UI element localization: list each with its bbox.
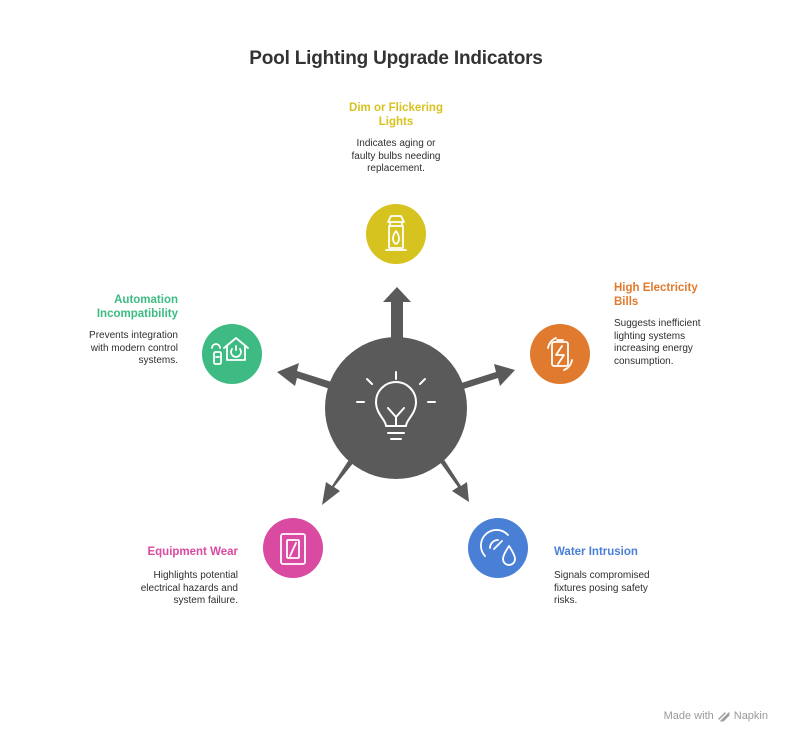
footer-attribution[interactable]: Made with Napkin (664, 710, 768, 722)
arrow-down-left (322, 458, 354, 505)
footer-brand: Napkin (733, 710, 768, 722)
arrow-right (455, 364, 515, 391)
water-gauge-icon (480, 529, 516, 566)
electricity-heading-line-1: High Electricity (614, 282, 698, 294)
automation-desc-line-1: Prevents integration (89, 330, 178, 341)
dim-lights-heading-line-2: Lights (378, 116, 414, 128)
electricity-circle (530, 324, 590, 384)
electricity-desc-line-1: Suggests inefficient (614, 318, 701, 329)
center-hub (325, 337, 467, 479)
dim-lights-desc-line-3: replacement. (367, 163, 425, 174)
dim-lights-circle (366, 204, 426, 264)
water-intrusion-circle (468, 518, 528, 578)
electricity-heading-line-2: Bills (614, 296, 639, 308)
switch-icon (280, 533, 306, 565)
electricity-desc-line-2: lighting systems (614, 330, 686, 342)
equipment-wear-desc-line-1: Highlights potential (153, 570, 239, 581)
napkin-logo-icon (718, 712, 730, 722)
equipment-wear-heading: Equipment Wear (88, 545, 238, 559)
equipment-wear-heading-line-1: Equipment Wear (147, 546, 238, 558)
equipment-wear-description: Highlights potential electrical hazards … (88, 570, 238, 608)
water-intrusion-desc-line-2: fixtures posing safety (554, 582, 648, 594)
equipment-wear-desc-line-2: electrical hazards and (140, 582, 238, 594)
electricity-desc-line-4: consumption. (614, 355, 674, 367)
equipment-wear-desc-line-3: system failure. (173, 595, 238, 606)
water-intrusion-desc-line-1: Signals compromised (554, 570, 650, 581)
electricity-description: Suggests inefficient lighting systems in… (614, 318, 764, 368)
arrow-left (277, 363, 338, 391)
diagram-title: Pool Lighting Upgrade Indicators (249, 48, 543, 69)
electricity-heading: High Electricity Bills (614, 281, 764, 309)
lantern-icon (385, 215, 407, 251)
electricity-desc-line-3: increasing energy (614, 343, 693, 354)
water-intrusion-heading: Water Intrusion (554, 545, 704, 559)
water-intrusion-description: Signals compromised fixtures posing safe… (554, 570, 704, 608)
automation-heading: Automation Incompatibility (28, 293, 178, 321)
footer-made-with: Made with (663, 710, 714, 722)
battery-cycle-icon (547, 337, 573, 371)
arrow-down-right (440, 458, 469, 502)
arrows (277, 287, 515, 505)
smart-home-icon (211, 337, 249, 365)
dim-lights-heading-line-1: Dim or Flickering (349, 102, 443, 114)
arrow-up (383, 287, 411, 340)
lightbulb-icon (356, 371, 436, 440)
automation-desc-line-3: systems. (138, 355, 178, 366)
automation-heading-line-1: Automation (114, 294, 178, 306)
automation-description: Prevents integration with modern control… (28, 330, 178, 368)
dim-lights-desc-line-1: Indicates aging or (356, 138, 436, 149)
automation-heading-line-2: Incompatibility (96, 308, 178, 320)
dim-lights-description: Indicates aging or faulty bulbs needing … (316, 138, 476, 176)
dim-lights-desc-line-2: faulty bulbs needing (351, 150, 441, 162)
water-intrusion-heading-line-1: Water Intrusion (554, 546, 638, 558)
automation-desc-line-2: with modern control (90, 342, 178, 354)
water-intrusion-desc-line-3: risks. (554, 595, 578, 606)
dim-lights-heading: Dim or Flickering Lights (316, 101, 476, 129)
